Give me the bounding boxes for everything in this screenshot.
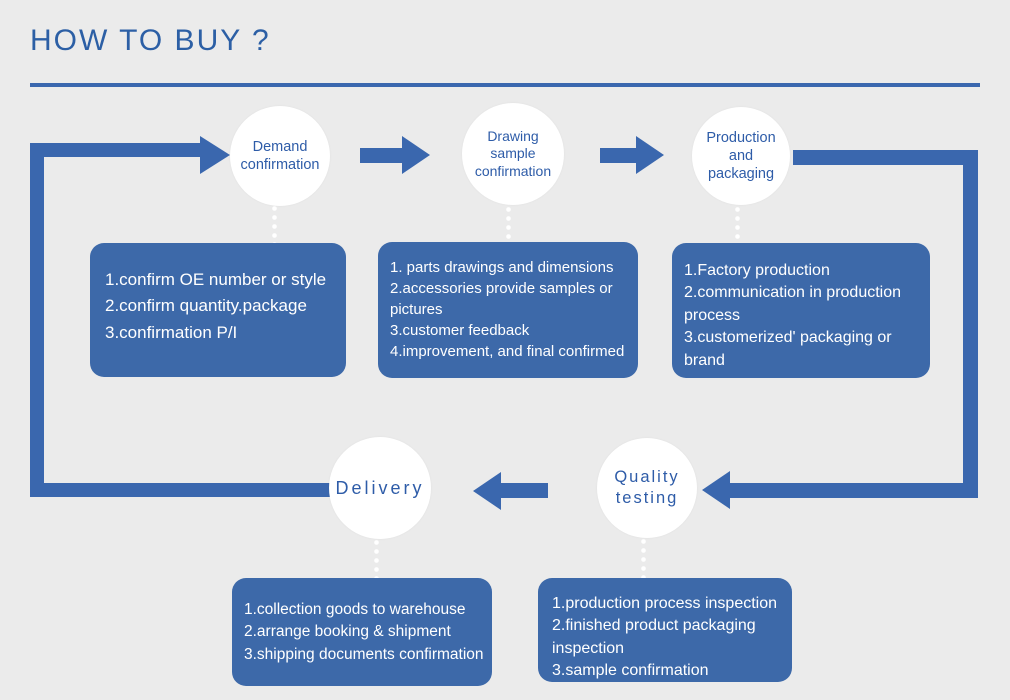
step-circle-quality-testing: Quality testing (597, 438, 697, 538)
detail-line: 1.confirm OE number or style (105, 270, 327, 289)
detail-line: 2.finished product packaging inspection (552, 617, 756, 657)
flow-elbow-right-line (963, 150, 978, 498)
step-label-line: confirmation (474, 162, 552, 179)
step-circle-demand-confirmation: Demand confirmation (230, 106, 330, 206)
step-circle-drawing-sample-confirmation: Drawing sample confirmation (462, 103, 564, 205)
detail-line: 2.communication in production process (684, 284, 902, 324)
detail-line: 1.production process inspection (552, 595, 778, 612)
detail-line: 1.collection goods to warehouse (244, 601, 466, 618)
detail-line: 3.customerized' packaging or brand (684, 329, 892, 369)
arrow-shaft (500, 483, 548, 498)
step-circle-delivery: Delivery (329, 437, 431, 539)
arrow-shaft (360, 148, 404, 163)
detail-line: 4.improvement, and final confirmed (390, 343, 625, 360)
page-title: HOW TO BUY ? (30, 24, 271, 57)
dotted-connector (506, 205, 511, 243)
flow-elbow-bottom-line (729, 483, 978, 498)
arrow-left-icon (702, 471, 730, 509)
flow-elbow-top-line (793, 150, 978, 165)
step-label-line: Drawing (487, 127, 539, 144)
detail-box-quality-testing: 1.production process inspection 2.finish… (538, 578, 792, 682)
detail-line: 1. parts drawings and dimensions (390, 259, 614, 276)
detail-line: 3.shipping documents confirmation (244, 645, 484, 663)
detail-box-drawing-sample-confirmation: 1. parts drawings and dimensions 2.acces… (378, 242, 638, 378)
step-label-line: Demand (252, 138, 308, 155)
step-label-line: Delivery (335, 477, 425, 498)
arrow-shaft (600, 148, 638, 163)
dotted-connector (272, 204, 277, 244)
dotted-connector (374, 538, 379, 579)
arrow-left-icon (473, 472, 501, 510)
title-divider-line (30, 83, 980, 87)
flow-loop-left-line (30, 143, 44, 497)
detail-line: 3.customer feedback (390, 322, 530, 339)
detail-box-production-and-packaging: 1.Factory production 2.communication in … (672, 243, 930, 378)
detail-line: 3.confirmation P/I (105, 322, 238, 342)
step-label-line: confirmation (240, 157, 320, 173)
arrow-right-icon (636, 136, 664, 174)
detail-line: 1.Factory production (684, 262, 830, 279)
detail-box-demand-confirmation: 1.confirm OE number or style 2.confirm q… (90, 243, 346, 377)
flow-loop-bottom-line (30, 483, 330, 497)
step-label-line: Quality (614, 468, 680, 487)
detail-box-delivery: 1.collection goods to warehouse 2.arrang… (232, 578, 492, 686)
detail-line: 2.accessories provide samples or picture… (390, 280, 613, 318)
arrow-right-icon (402, 136, 430, 174)
arrow-right-icon (200, 136, 230, 174)
detail-line: 3.sample confirmation (552, 662, 709, 680)
flow-loop-top-line (30, 143, 202, 157)
detail-line: 2.arrange booking & shipment (244, 623, 451, 641)
step-label-line: packaging (707, 166, 775, 183)
detail-line: 2.confirm quantity.package (105, 296, 307, 316)
step-circle-production-and-packaging: Production and packaging (692, 107, 790, 205)
step-label-line: Production (706, 129, 776, 146)
step-label-line: and (728, 147, 754, 164)
dotted-connector (735, 205, 740, 244)
step-label-line: sample (490, 145, 536, 162)
step-label-line: testing (615, 489, 679, 507)
dotted-connector (641, 537, 646, 579)
